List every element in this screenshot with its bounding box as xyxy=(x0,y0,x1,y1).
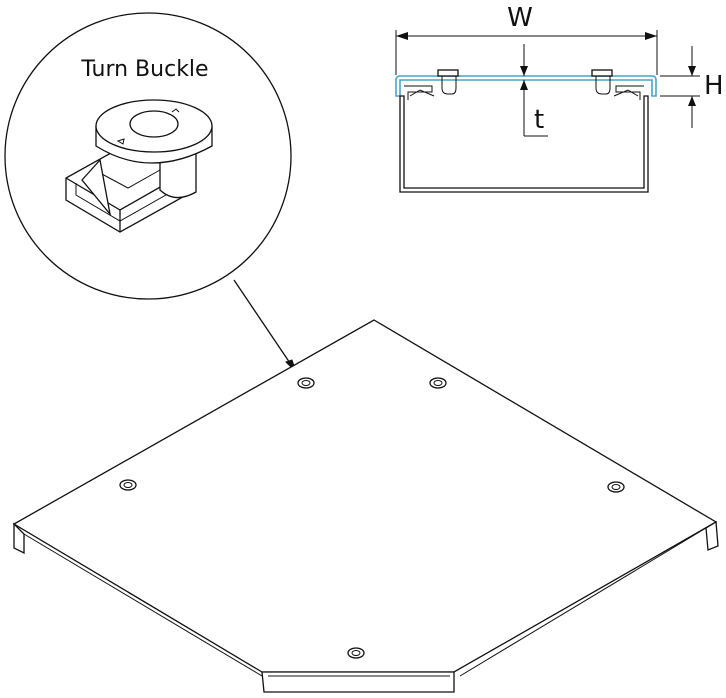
label-t: t xyxy=(534,105,544,135)
hole xyxy=(119,479,137,491)
hole xyxy=(347,647,365,659)
cover-top-face xyxy=(12,319,718,673)
cover-profile xyxy=(395,75,657,97)
label-h: H xyxy=(704,71,724,101)
tray-profile xyxy=(399,95,649,193)
cover-front-flange xyxy=(261,671,455,693)
dim-thickness: t xyxy=(520,44,548,137)
callout-detail: Turn Buckle xyxy=(4,12,292,300)
cross-section: W t xyxy=(395,3,724,193)
hole xyxy=(297,377,315,389)
hole xyxy=(607,481,625,493)
label-w: W xyxy=(507,3,533,33)
callout-title: Turn Buckle xyxy=(80,57,208,82)
section-buckle-right xyxy=(591,69,613,95)
section-buckle-left xyxy=(437,69,459,95)
callout-circle xyxy=(4,12,292,300)
leader-arrow xyxy=(233,279,297,373)
dim-width: W xyxy=(395,3,658,75)
cover-plate xyxy=(12,319,719,693)
hole xyxy=(429,377,447,389)
dim-height: H xyxy=(660,46,724,128)
turn-buckle-part xyxy=(65,99,213,233)
